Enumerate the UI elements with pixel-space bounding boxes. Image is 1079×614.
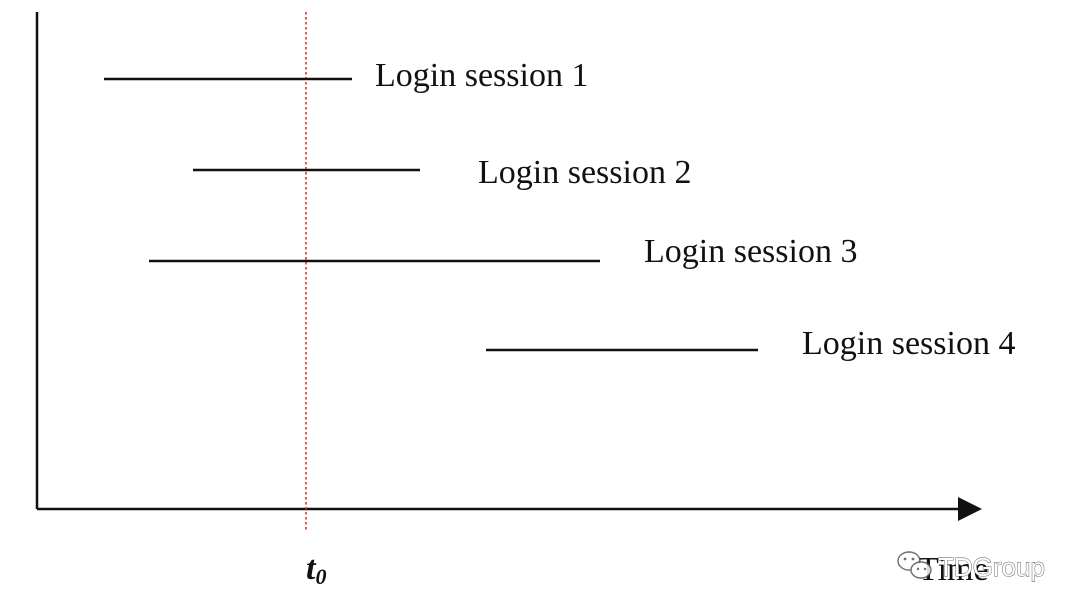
watermark-text: TDGroup (938, 552, 1045, 582)
session-2-label: Login session 2 (478, 154, 691, 191)
session-1-label: Login session 1 (375, 57, 588, 94)
session-3-label: Login session 3 (644, 233, 857, 270)
t0-label: t0 (306, 550, 326, 589)
t0-label-main: t (306, 550, 317, 587)
t0-label-subscript: 0 (315, 564, 326, 589)
session-4-label: Login session 4 (802, 325, 1015, 362)
wechat-icon (897, 551, 932, 579)
time-axis-arrowhead (958, 497, 982, 521)
